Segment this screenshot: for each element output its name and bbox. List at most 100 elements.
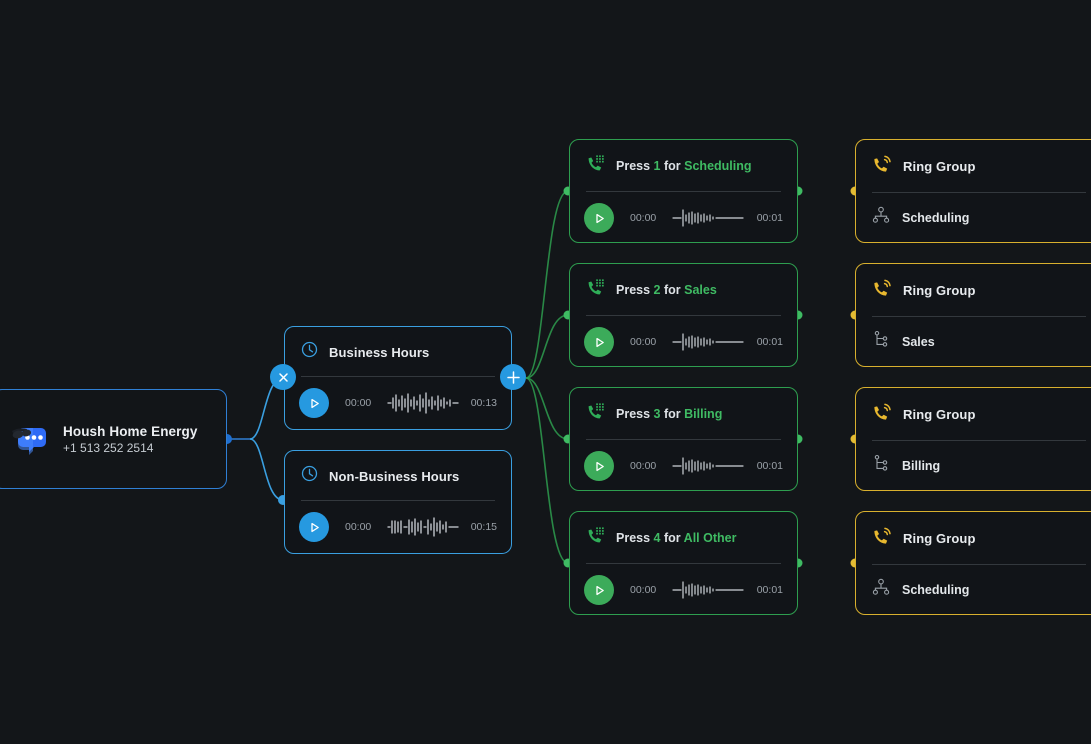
ivr-destination: All Other <box>683 531 737 545</box>
ring-group-target[interactable]: Scheduling <box>856 193 1091 229</box>
play-button[interactable] <box>584 327 614 357</box>
schedule-card-business-hours[interactable]: Business Hours 00:00 00:13 <box>284 326 512 430</box>
play-button[interactable] <box>584 575 614 605</box>
audio-player[interactable]: 00:00 00:13 <box>285 377 511 418</box>
ring-group-name: Billing <box>902 458 941 473</box>
ring-group-target[interactable]: Sales <box>856 317 1091 353</box>
audio-waveform[interactable] <box>672 454 744 478</box>
ivr-destination: Sales <box>684 283 717 297</box>
ivr-option-card-2[interactable]: Press 2 for Sales 00:00 00:01 <box>569 263 798 367</box>
card-divider <box>872 192 1086 193</box>
ivr-destination: Billing <box>684 407 723 421</box>
ivr-option-card-1[interactable]: Press 1 for Scheduling 00:00 00:01 <box>569 139 798 243</box>
schedule-card-non-business-hours[interactable]: Non-Business Hours 00:00 00:15 <box>284 450 512 554</box>
card-header: Ring Group <box>856 264 1091 303</box>
card-header: Non-Business Hours <box>285 451 511 487</box>
ivr-digit: 1 <box>653 159 661 173</box>
ring-group-target[interactable]: Billing <box>856 441 1091 477</box>
close-icon <box>278 372 288 382</box>
phone-ringing-icon <box>872 402 892 427</box>
card-header: Ring Group <box>856 140 1091 179</box>
phone-keypad-icon <box>586 154 605 178</box>
ivr-option-card-3[interactable]: Press 3 for Billing 00:00 00:01 <box>569 387 798 491</box>
schedule-title: Business Hours <box>329 344 430 360</box>
ivr-option-label: Press 4 for All Other <box>616 531 737 545</box>
phone-ringing-icon <box>872 526 892 551</box>
org-chart-icon <box>872 206 890 229</box>
phone-keypad-icon <box>586 402 605 426</box>
phone-ringing-icon <box>872 154 892 179</box>
audio-player[interactable]: 00:00 00:01 <box>570 192 797 233</box>
ring-group-target[interactable]: Scheduling <box>856 565 1091 601</box>
audio-start-time: 00:00 <box>630 336 657 348</box>
play-button[interactable] <box>584 451 614 481</box>
audio-player[interactable]: 00:00 00:15 <box>285 501 511 542</box>
audio-player[interactable]: 00:00 00:01 <box>570 440 797 481</box>
audio-waveform[interactable] <box>387 391 459 415</box>
entry-node-name: Housh Home Energy <box>63 423 198 439</box>
card-header: Press 1 for Scheduling <box>570 140 797 178</box>
phone-keypad-icon <box>586 526 605 550</box>
ivr-digit: 3 <box>653 407 661 421</box>
card-header: Press 2 for Sales <box>570 264 797 302</box>
ivr-option-label: Press 1 for Scheduling <box>616 159 752 173</box>
card-header: Ring Group <box>856 512 1091 551</box>
card-divider <box>301 500 495 501</box>
card-divider <box>872 316 1086 317</box>
card-divider <box>872 440 1086 441</box>
card-divider <box>586 315 781 316</box>
play-button[interactable] <box>299 388 329 418</box>
ivr-option-label: Press 3 for Billing <box>616 407 723 421</box>
audio-start-time: 00:00 <box>630 584 657 596</box>
clock-icon <box>301 465 318 487</box>
ring-group-title: Ring Group <box>903 159 976 174</box>
tree-branch-icon <box>872 454 890 477</box>
audio-end-time: 00:01 <box>756 460 783 472</box>
ring-group-name: Scheduling <box>902 210 970 225</box>
card-divider <box>586 563 781 564</box>
ring-group-card-4[interactable]: Ring Group Scheduling <box>855 511 1091 615</box>
audio-start-time: 00:00 <box>630 460 657 472</box>
org-chart-icon <box>872 578 890 601</box>
audio-waveform[interactable] <box>672 330 744 354</box>
ring-group-card-2[interactable]: Ring Group Sales <box>855 263 1091 367</box>
play-button[interactable] <box>299 512 329 542</box>
card-header: Business Hours <box>285 327 511 363</box>
audio-player[interactable]: 00:00 00:01 <box>570 316 797 357</box>
audio-end-time: 00:01 <box>756 584 783 596</box>
audio-end-time: 00:15 <box>470 521 497 533</box>
ivr-destination: Scheduling <box>684 159 752 173</box>
phone-ringing-icon <box>872 278 892 303</box>
audio-waveform[interactable] <box>672 578 744 602</box>
audio-player[interactable]: 00:00 00:01 <box>570 564 797 605</box>
phone-keypad-icon <box>586 278 605 302</box>
plus-icon <box>506 370 520 384</box>
remove-branch-button[interactable] <box>270 364 296 390</box>
add-branch-button[interactable] <box>500 364 526 390</box>
ring-group-title: Ring Group <box>903 407 976 422</box>
audio-end-time: 00:01 <box>756 212 783 224</box>
card-header: Press 3 for Billing <box>570 388 797 426</box>
ring-group-name: Sales <box>902 334 935 349</box>
ring-group-name: Scheduling <box>902 582 970 597</box>
tree-branch-icon <box>872 330 890 353</box>
audio-end-time: 00:13 <box>470 397 497 409</box>
card-divider <box>872 564 1086 565</box>
ivr-digit: 4 <box>653 531 661 545</box>
clock-icon <box>301 341 318 363</box>
card-header: Ring Group <box>856 388 1091 427</box>
entry-node-phone: +1 513 252 2514 <box>63 440 154 455</box>
ring-group-card-3[interactable]: Ring Group Billing <box>855 387 1091 491</box>
ivr-option-card-4[interactable]: Press 4 for All Other 00:00 00:01 <box>569 511 798 615</box>
ring-group-card-1[interactable]: Ring Group Scheduling <box>855 139 1091 243</box>
audio-waveform[interactable] <box>672 206 744 230</box>
ring-group-title: Ring Group <box>903 283 976 298</box>
audio-waveform[interactable] <box>387 515 459 539</box>
schedule-title: Non-Business Hours <box>329 468 460 484</box>
card-divider <box>586 191 781 192</box>
play-button[interactable] <box>584 203 614 233</box>
entry-node[interactable]: Housh Home Energy +1 513 252 2514 <box>0 389 227 489</box>
ring-group-title: Ring Group <box>903 531 976 546</box>
